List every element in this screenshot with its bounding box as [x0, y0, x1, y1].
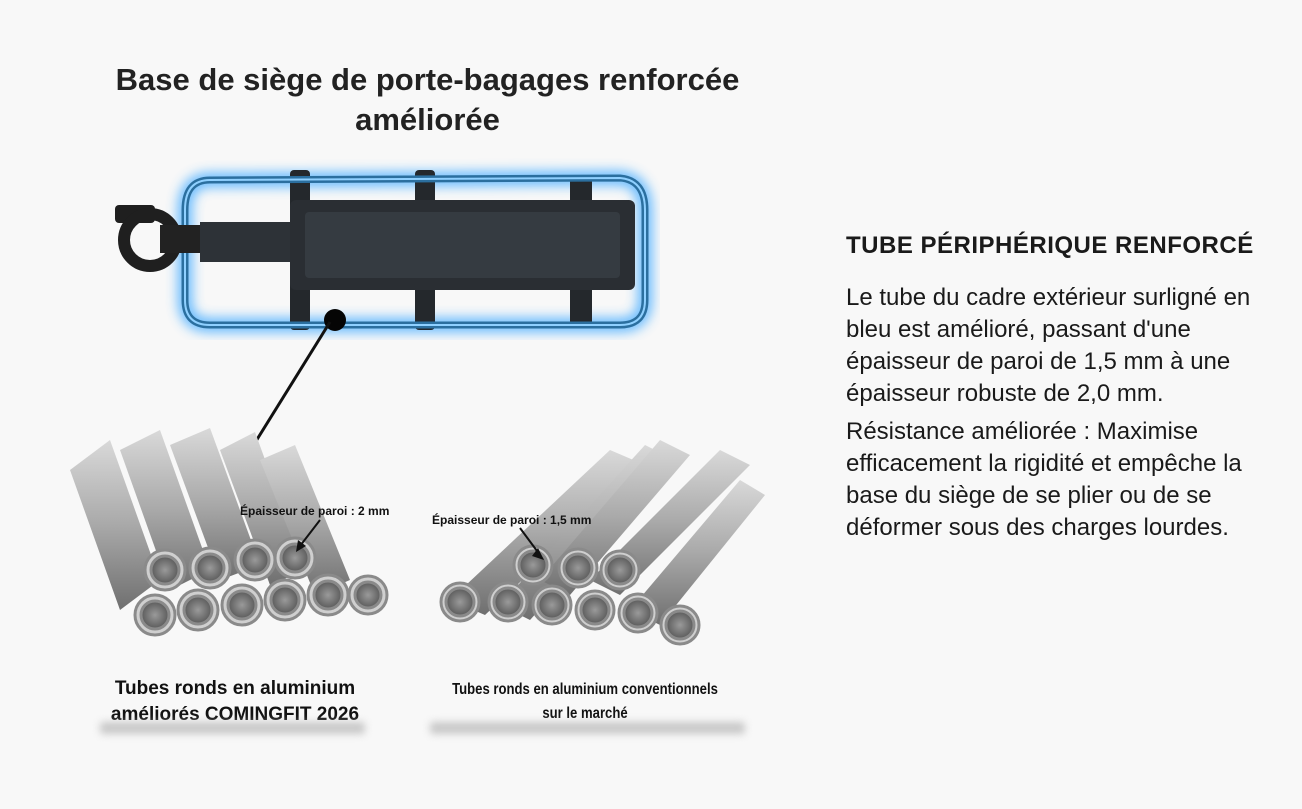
rack-illustration: [115, 170, 652, 332]
feature-heading: TUBE PÉRIPHÉRIQUE RENFORCÉ: [846, 232, 1254, 259]
wall-thickness-callout-conventional: Épaisseur de paroi : 1,5 mm: [432, 513, 592, 527]
feature-paragraph-thickness: Le tube du cadre extérieur surligné en b…: [846, 284, 1251, 407]
caption-reflection: [430, 722, 745, 734]
caption-comingfit-tubes: Tubes ronds en aluminium améliorés COMIN…: [110, 678, 360, 725]
tubes-bundle-comingfit: [70, 428, 389, 637]
wall-thickness-callout-comingfit: Épaisseur de paroi : 2 mm: [240, 504, 390, 518]
caption-reflection: [100, 722, 365, 734]
feature-paragraph-resistance: Résistance améliorée : Maximise efficace…: [846, 418, 1242, 541]
page-title: Base de siège de porte-bagages renforcée…: [115, 62, 740, 137]
caption-conventional-tubes: Tubes ronds en aluminium conventionnels …: [452, 681, 718, 722]
tubes-bundle-conventional: [439, 440, 765, 646]
seatpost-clamp: [115, 205, 200, 272]
feature-description-panel: TUBE PÉRIPHÉRIQUE RENFORCÉ Le tube du ca…: [846, 232, 1291, 550]
